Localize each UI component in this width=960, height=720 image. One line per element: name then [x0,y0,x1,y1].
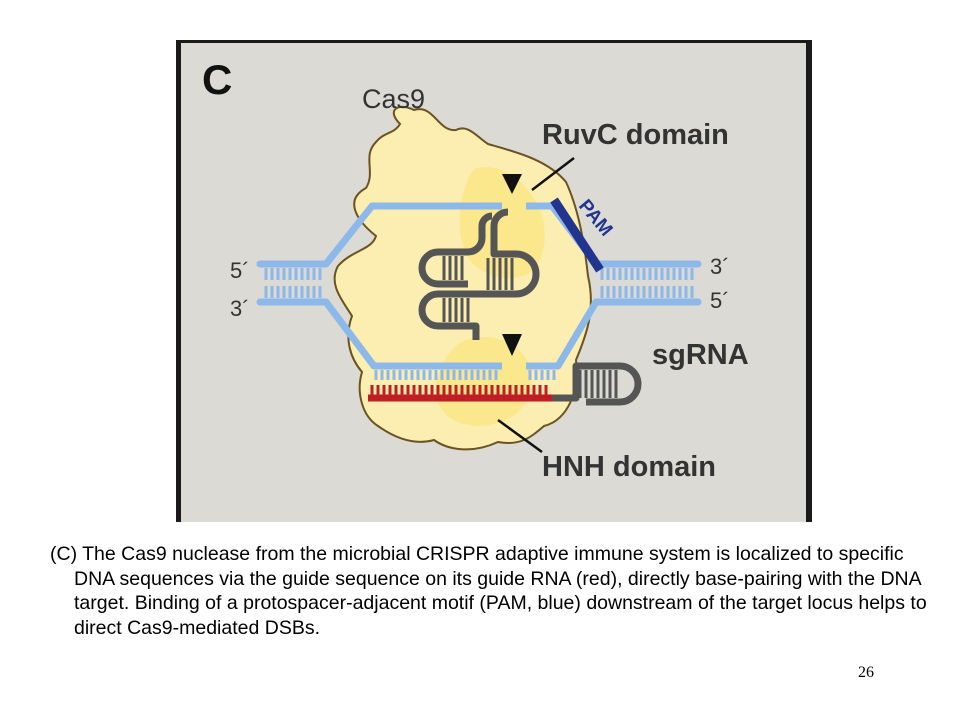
left-top-strand-end-label: 5´ [230,258,250,283]
cas9-label: Cas9 [362,84,425,114]
right-bottom-strand-end-label: 5´ [710,288,730,313]
panel-letter: C [202,56,232,103]
hnh-lobe [435,336,532,426]
panel-border-left [176,40,181,522]
ruvc-domain-label: RuvC domain [542,119,729,151]
dna-bottom-strand-left-segment [323,299,502,370]
dna-top-strand-left-segment [323,202,502,267]
ruvc-cut-site-marker [502,174,522,194]
pam-segment [550,197,604,273]
panel-border-top [176,40,812,43]
dna-layer [256,197,702,380]
figure-caption: (C) The Cas9 nuclease from the microbial… [50,543,927,639]
page-number: 26 [858,664,874,681]
rna-layer [368,208,642,406]
hnh-domain-label: HNH domain [542,451,716,483]
cas9-diagram-panel: C Cas9 RuvC domain sgRNA HNH domain PAM … [176,40,812,522]
sgrna-upper-stem [476,208,540,298]
dna-bottom-strand-right-segment [526,300,600,370]
left-bottom-strand-end-label: 3´ [230,296,250,321]
sgrna-label: sgRNA [652,339,749,371]
sgrna-lower-hairpin [418,290,480,340]
hnh-pointer-line [497,418,543,454]
hnh-cut-site-marker [502,334,522,356]
sgrna-scaffold-right-hairpin [552,362,642,406]
right-top-strand-end-label: 3´ [710,254,730,279]
ruvc-lobe [459,167,545,279]
sgrna-upper-hairpin [418,212,493,288]
panel-border-right [806,40,812,522]
ruvc-pointer-line [531,157,575,191]
